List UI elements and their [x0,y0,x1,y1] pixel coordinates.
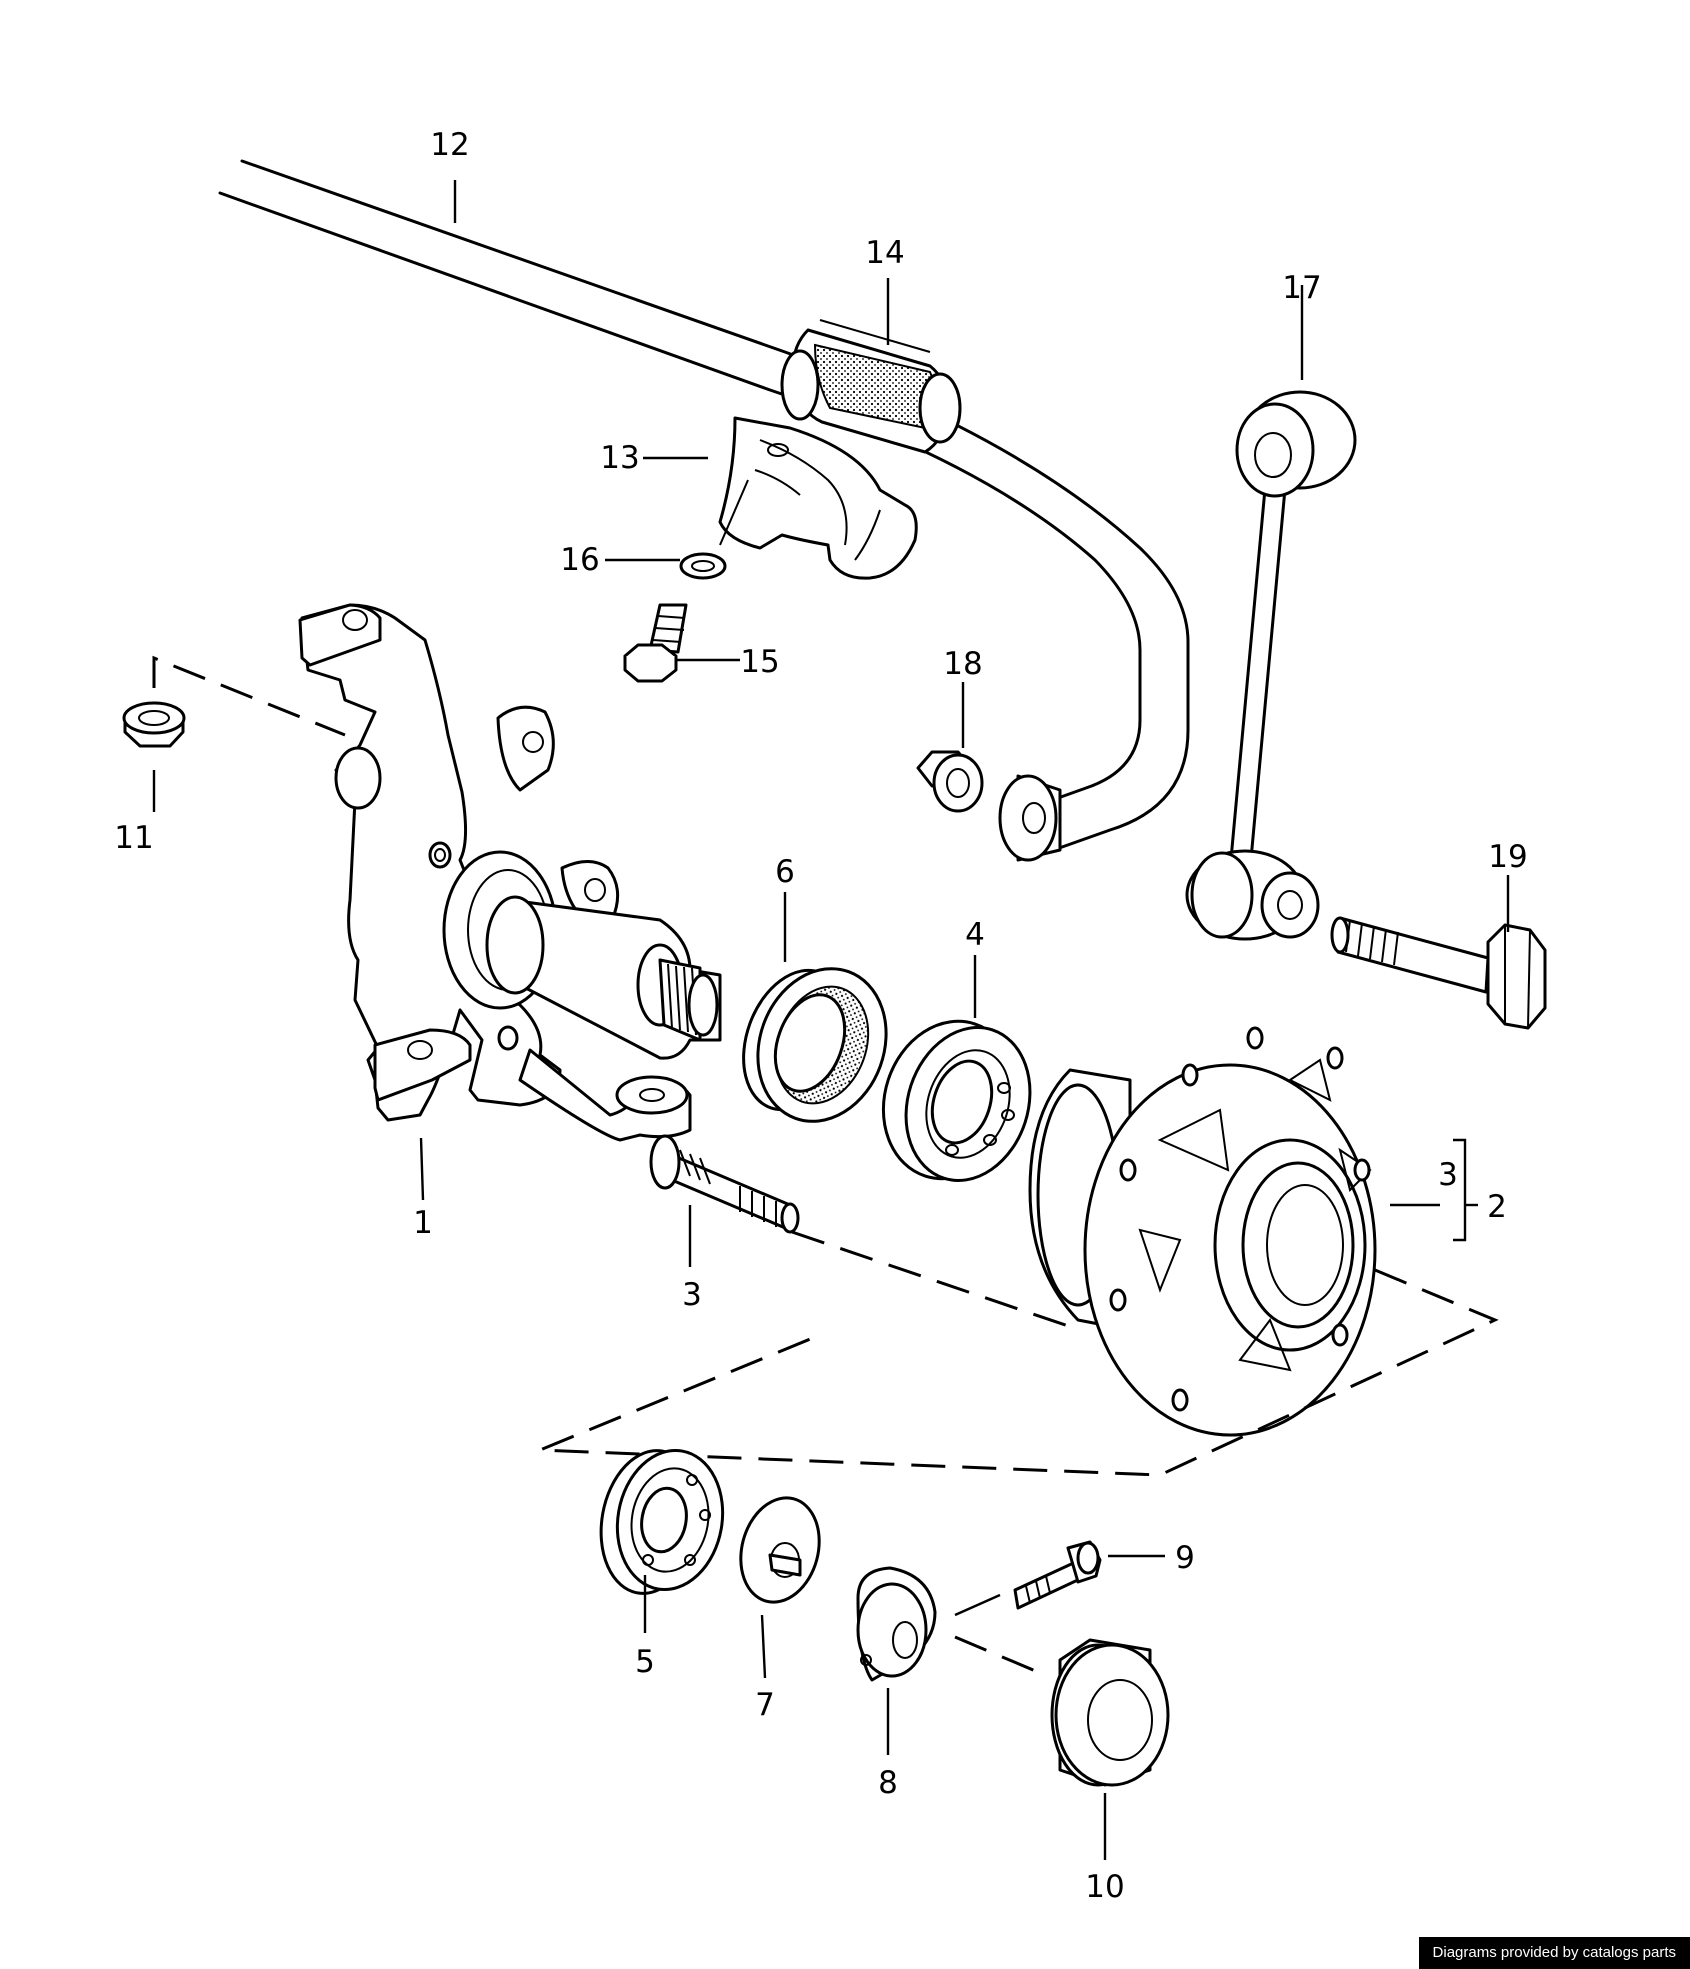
callout-6: 6 [775,854,795,890]
callout-13: 13 [600,440,639,476]
grease-cap [1050,1638,1170,1787]
inner-bearing [599,1448,725,1595]
outer-bearing [881,1019,1032,1182]
thrust-washer [739,1496,821,1604]
credit-badge: Diagrams provided by catalogs parts [1418,1937,1690,1969]
callout-10: 10 [1085,1869,1124,1905]
callout-labels: 1 2 3 3 4 5 6 7 8 9 10 11 12 13 14 15 16… [114,127,1527,1905]
wheel-hub [1028,1026,1377,1437]
callout-1: 1 [413,1205,433,1241]
bracket-clamp [718,416,918,580]
dash-line-8-10 [954,1635,1046,1677]
callout-12: 12 [430,127,469,163]
hex-bolt-19 [1330,916,1547,1030]
dash-line-11 [152,655,346,737]
lock-nut-18 [916,750,984,813]
callout-3-hub: 3 [1438,1157,1458,1193]
clamping-nut [856,1566,937,1682]
callout-5: 5 [635,1644,655,1680]
line-8-9 [954,1593,1001,1617]
callout-17: 17 [1282,270,1321,306]
drop-link [1185,390,1357,941]
stabilizer-end-bushing [998,774,1062,862]
callout-11: 11 [114,820,153,856]
socket-screw [1013,1540,1102,1610]
callout-14: 14 [865,235,904,271]
rubber-bushing [780,319,962,454]
leader-lines [152,180,1510,1860]
callout-4: 4 [965,917,985,953]
callout-8: 8 [878,1765,898,1801]
steering-knuckle [298,603,722,1142]
hex-bolt-15 [623,603,688,683]
seal-ring [742,967,888,1123]
callout-2: 2 [1487,1189,1507,1225]
callout-15: 15 [740,644,779,680]
washer [679,479,749,580]
callout-16: 16 [560,542,599,578]
callout-3-stud: 3 [682,1277,702,1313]
flange-nut-11 [122,701,186,748]
callout-19: 19 [1488,839,1527,875]
callout-7: 7 [755,1687,775,1723]
callout-18: 18 [943,646,982,682]
wheel-stud [649,1134,800,1234]
callout-9: 9 [1175,1540,1195,1576]
